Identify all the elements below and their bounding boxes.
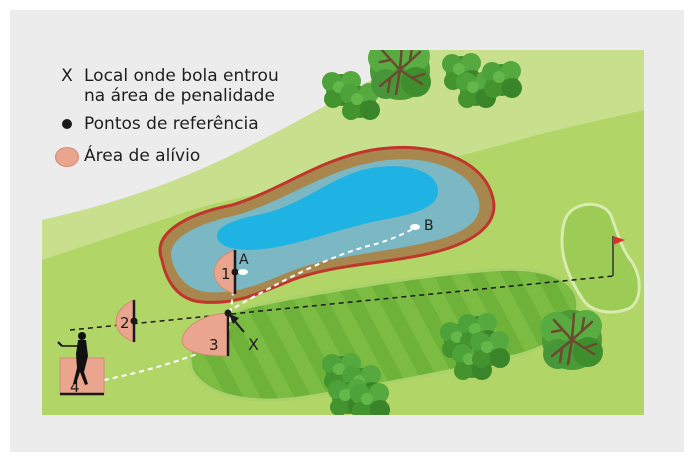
legend-points-text: Pontos de referência	[84, 114, 259, 134]
golfer-icon	[57, 332, 88, 385]
area-2-label: 2	[120, 314, 130, 332]
fairway	[188, 267, 580, 402]
legend-relief-area-icon	[55, 147, 79, 167]
legend-entry-reference-points: Pontos de referência	[54, 114, 259, 134]
ball-path-to-b	[226, 227, 415, 313]
golf-hole-diagram: 1 2 3 4 A B X	[42, 50, 644, 415]
course-map: 1 2 3 4 A B X	[42, 50, 644, 415]
legend-entry-entry-point: X Local onde bola entrou na área de pena…	[54, 66, 279, 106]
ball-b	[410, 224, 420, 230]
putting-green	[560, 202, 641, 314]
reference-point-2	[130, 317, 138, 325]
legend-x-text-line1: Local onde bola entrou	[84, 66, 279, 86]
area-1-label: 1	[221, 265, 231, 283]
flag-icon	[613, 236, 625, 245]
x-label: X	[248, 335, 259, 354]
reference-line	[69, 275, 614, 331]
relief-area-1	[213, 249, 236, 295]
x-arrowhead	[229, 314, 239, 324]
deep-water	[216, 166, 439, 250]
ball-a	[238, 269, 248, 275]
point-b-label: B	[424, 218, 434, 234]
reference-point-1	[231, 268, 239, 276]
relief-area-3	[181, 312, 229, 357]
relief-area-2	[115, 299, 135, 343]
legend-dot-icon	[62, 119, 72, 129]
area-4-label: 4	[70, 378, 80, 396]
legend-x-text-line2: na área de penalidade	[84, 86, 275, 106]
legend-relief-text: Área de alívio	[84, 146, 201, 166]
point-a-label: A	[239, 252, 249, 268]
legend-x-symbol: X	[61, 66, 73, 86]
legend-entry-relief-area: Área de alívio	[54, 146, 200, 167]
area-3-label: 3	[209, 336, 219, 354]
